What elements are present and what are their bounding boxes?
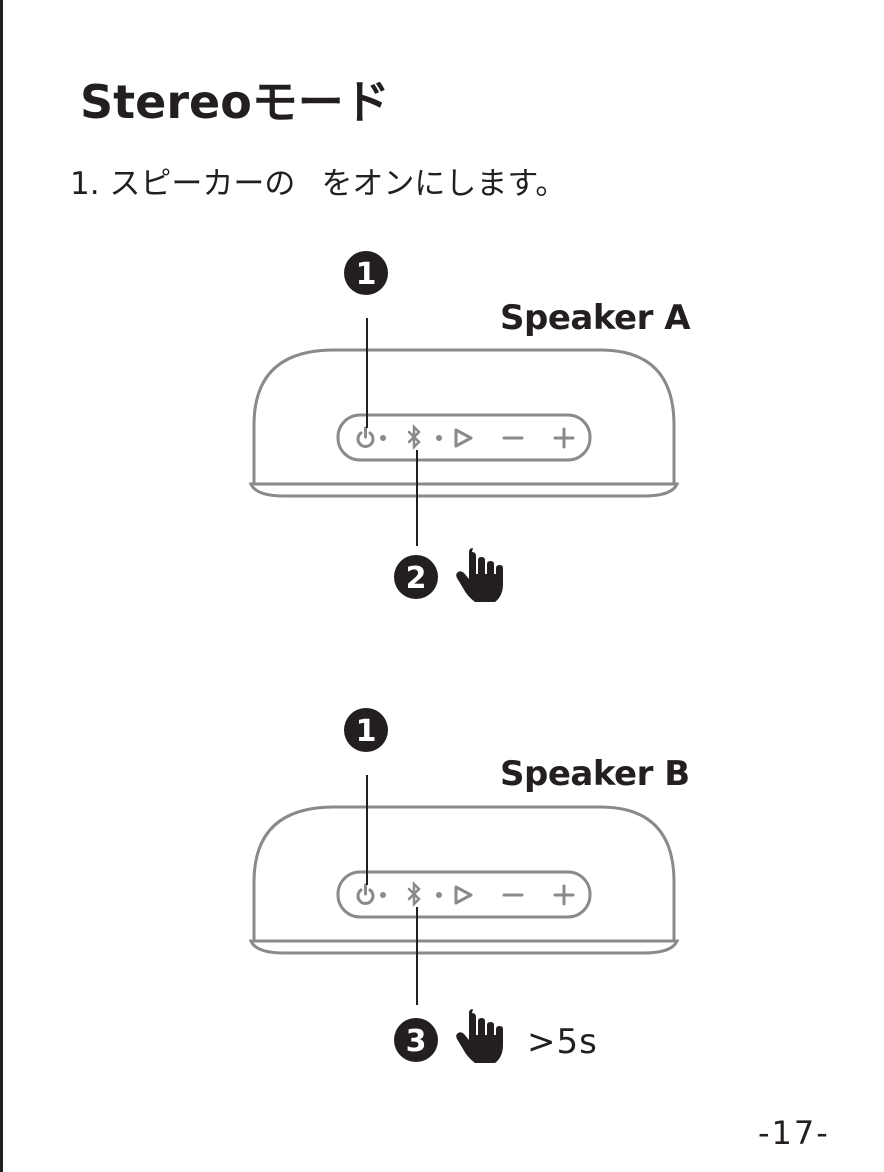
callout-badge-1: 1 <box>344 251 388 295</box>
separator-dot <box>382 894 385 897</box>
page-number: -17- <box>758 1112 830 1154</box>
separator-dot <box>438 437 441 440</box>
svg-text:1: 1 <box>356 714 377 749</box>
hold-duration: >5s <box>527 1020 598 1064</box>
speaker-a-illustration <box>251 350 677 496</box>
separator-dot <box>382 437 385 440</box>
hand-press-icon <box>456 1009 503 1063</box>
callout-badge-3: 3 <box>394 1018 438 1062</box>
svg-text:2: 2 <box>406 561 427 596</box>
callout-badge-2: 2 <box>394 555 438 599</box>
speaker-b-illustration <box>251 807 677 953</box>
callout-badge-1: 1 <box>344 708 388 752</box>
svg-text:3: 3 <box>406 1024 427 1059</box>
hand-press-icon <box>456 548 503 602</box>
separator-dot <box>438 894 441 897</box>
svg-text:1: 1 <box>356 257 377 292</box>
